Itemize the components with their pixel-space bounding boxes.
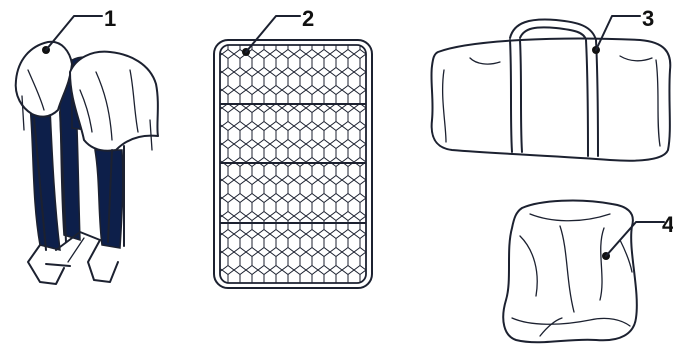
callout-number-4: 4 xyxy=(662,212,673,237)
carry-bag-icon: 3 xyxy=(430,6,672,162)
fitted-sheet-icon: 4 xyxy=(502,199,673,344)
playard-frame-icon: 1 xyxy=(14,6,159,285)
callout-number-1: 1 xyxy=(104,6,116,31)
callout-number-2: 2 xyxy=(302,6,314,31)
mattress-pad-icon: 2 xyxy=(213,6,373,289)
callout-number-3: 3 xyxy=(642,6,654,31)
